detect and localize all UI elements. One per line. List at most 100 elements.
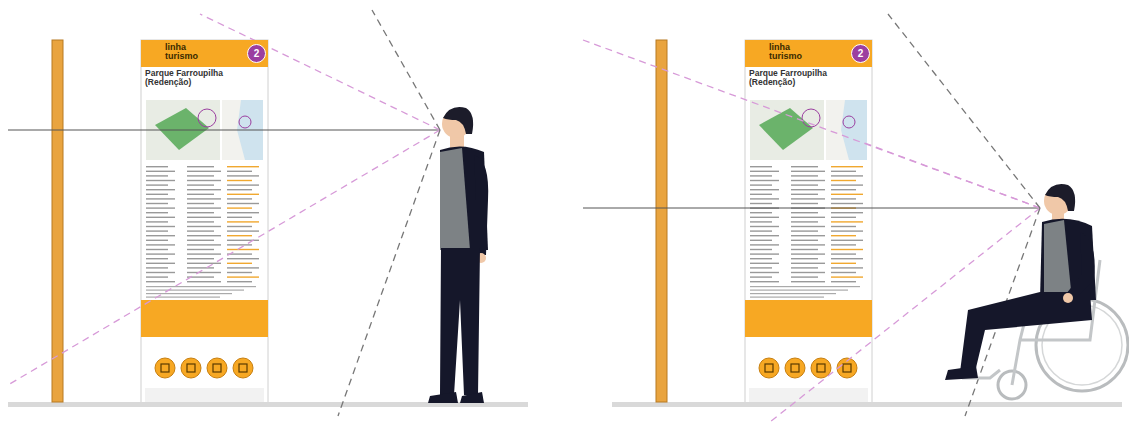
text-texture [791,166,818,167]
sign-decor [141,40,872,403]
text-texture [227,189,252,190]
icon [207,358,227,378]
text-texture [187,226,221,227]
text-texture [187,180,221,181]
text-texture [146,258,168,259]
line-number-badge: 2 [247,44,266,63]
text-texture [187,267,214,268]
map-marker [198,109,216,127]
text-texture [227,230,259,231]
text-texture [227,221,259,222]
text-texture [750,226,779,227]
city-map [826,100,867,160]
text-texture [831,253,856,254]
text-texture [187,189,221,190]
text-texture [791,212,818,213]
text-texture [146,198,175,199]
land [826,100,849,160]
text-texture [750,249,772,250]
text-texture [146,293,232,294]
text-texture [750,217,779,218]
text-texture [750,297,824,298]
text-texture [227,184,259,185]
text-texture [187,171,221,172]
text-texture [146,207,175,208]
text-texture [146,184,168,185]
text-texture [831,189,856,190]
sign-text: Parque Farroupilha (Redenção) [145,69,264,88]
text-texture [187,249,214,250]
text-texture [187,184,214,185]
text-texture [791,235,825,236]
text-texture [146,253,175,254]
text-texture [831,221,863,222]
text-texture [227,180,252,181]
text-texture [831,267,863,268]
text-texture [750,221,772,222]
text-texture [750,267,772,268]
text-texture [791,226,825,227]
sign-text: Parque Farroupilha (Redenção) [749,69,868,88]
icon [155,358,175,378]
text-texture [831,244,856,245]
text-texture [146,217,175,218]
sign-header-text: linha turismo [769,43,811,62]
text-texture [750,235,779,236]
text-texture [831,184,863,185]
text-texture [791,184,818,185]
text-texture [750,293,836,294]
text-texture [750,194,772,195]
standing-person [428,107,488,403]
text-texture [791,267,818,268]
icon [759,358,779,378]
text-texture [187,203,214,204]
text-texture [750,253,779,254]
text-texture [831,212,863,213]
text-texture [831,230,863,231]
text-texture [146,212,168,213]
text-texture [187,212,214,213]
text-texture [187,166,214,167]
wheelchair-user [945,184,1128,399]
sign: Parque Farroupilha (Redenção)linha turis… [141,40,268,403]
text-texture [831,203,863,204]
text-texture [831,249,863,250]
sign-panel [141,40,268,403]
text-texture [146,180,175,181]
text-texture [146,230,168,231]
sign: Parque Farroupilha (Redenção) linha turis… [745,40,872,403]
sign-base [145,388,264,402]
text-texture [791,180,825,181]
icon-glyph [187,364,195,372]
text-texture [750,175,772,176]
text-texture [831,180,856,181]
text-texture [791,230,818,231]
text-texture [831,171,856,172]
text-texture [227,235,252,236]
text-texture [146,263,175,264]
icon [811,358,831,378]
text-texture [791,276,818,277]
text-texture [227,175,259,176]
text-texture [146,249,168,250]
map [750,100,824,160]
text-texture [791,258,818,259]
text-texture [227,272,252,273]
text-texture [187,258,214,259]
text-texture [227,198,252,199]
ground [612,402,1122,407]
text-texture [187,253,221,254]
text-texture [791,240,818,241]
text-texture [187,235,221,236]
text-texture [146,290,244,291]
text-texture [831,276,863,277]
text-texture [831,198,856,199]
text-texture [831,272,856,273]
text-texture [187,263,221,264]
text-texture [227,194,259,195]
icon-glyph [817,364,825,372]
text-texture [227,276,259,277]
text-texture [146,286,256,287]
orange-band [745,300,872,337]
